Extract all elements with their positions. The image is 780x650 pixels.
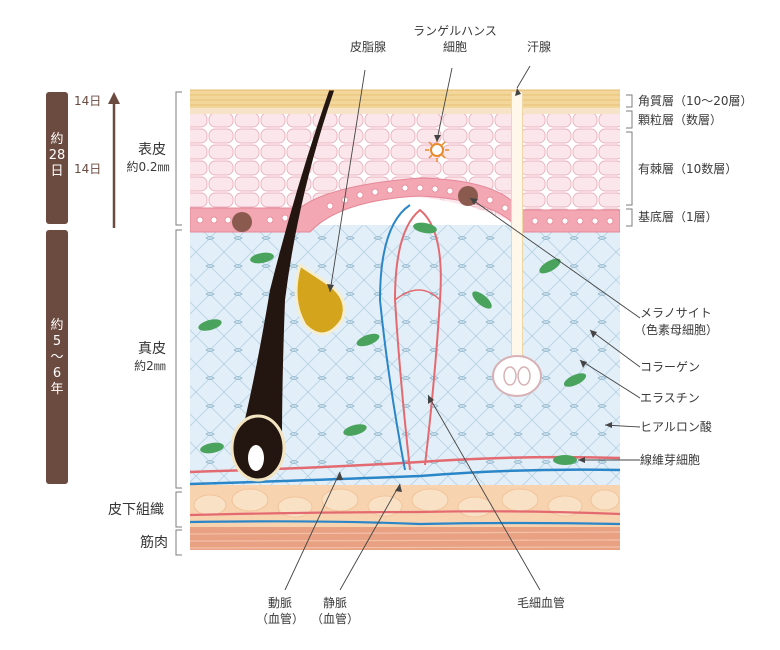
artery-label-line2: （血管） <box>255 612 304 626</box>
bar-text: 約 <box>50 132 64 147</box>
sebaceous-gland <box>294 262 346 336</box>
bar-text: 日 <box>50 164 64 179</box>
melanocyte-label-line1: メラノサイト <box>640 306 712 320</box>
sebaceous-gland-label: 皮脂腺 <box>349 40 386 54</box>
melanocyte-label-line2: （色素母細胞） <box>634 323 719 337</box>
vein-label-line2: （血管） <box>310 612 359 626</box>
artery-label-line1: 動脈 <box>267 596 292 610</box>
langerhans-label-line1: ランゲルハンス <box>413 24 497 38</box>
sweat-gland-coil <box>492 355 542 397</box>
capillary-vessel <box>393 208 442 471</box>
bar-text: 5 <box>52 334 62 349</box>
vein-vessel <box>190 468 620 486</box>
elastin-label: エラスチン <box>640 391 700 405</box>
stratum-corneum-label: 角質層（10〜20層） <box>638 94 753 108</box>
turnover-arrow <box>108 92 120 228</box>
capillary-label: 毛細血管 <box>516 596 565 610</box>
hyaluronic-acid-label: ヒアルロン酸 <box>640 420 712 434</box>
days-mid-label: 14日 <box>74 162 102 176</box>
stratum-basale-label: 基底層（1層） <box>638 210 718 224</box>
stratum-spinosum-label: 有棘層（10数層） <box>638 162 738 176</box>
muscle-layer <box>190 527 620 550</box>
vein-label-line1: 静脈 <box>322 596 347 610</box>
epidermis-turnover-bar: 約 28 日 <box>46 92 68 224</box>
langerhans-label-line2: 細胞 <box>442 40 467 54</box>
dermis-label: 真皮 <box>138 341 166 357</box>
stratum-granulosum-label: 顆粒層（数層） <box>638 113 723 127</box>
layer-brackets-left <box>175 91 182 556</box>
collagen-label: コラーゲン <box>640 360 701 374</box>
bar-text: 6 <box>52 366 62 381</box>
bar-text: 〜 <box>50 350 64 365</box>
muscle-label: 筋肉 <box>140 535 168 551</box>
hair-shaft <box>240 90 335 478</box>
bar-text: 約 <box>50 318 64 333</box>
sweat-gland-label: 汗腺 <box>526 40 551 54</box>
epidermis-layer <box>190 108 620 225</box>
fibroblast-label: 線維芽細胞 <box>640 453 701 467</box>
fibroblast-cells <box>198 222 587 465</box>
epidermis-thickness-label: 約0.2㎜ <box>126 160 170 174</box>
epidermis-label: 表皮 <box>138 142 166 158</box>
dermis-turnover-bar: 約 5 〜 6 年 <box>46 230 68 484</box>
layer-brackets-right <box>626 94 633 227</box>
subcutaneous-label: 皮下組織 <box>108 502 164 518</box>
skin-layers <box>190 90 620 550</box>
dermis-thickness-label: 約2㎜ <box>134 359 166 373</box>
bar-text: 28 <box>48 148 66 163</box>
days-top-label: 14日 <box>74 94 102 108</box>
bar-text: 年 <box>50 382 64 397</box>
